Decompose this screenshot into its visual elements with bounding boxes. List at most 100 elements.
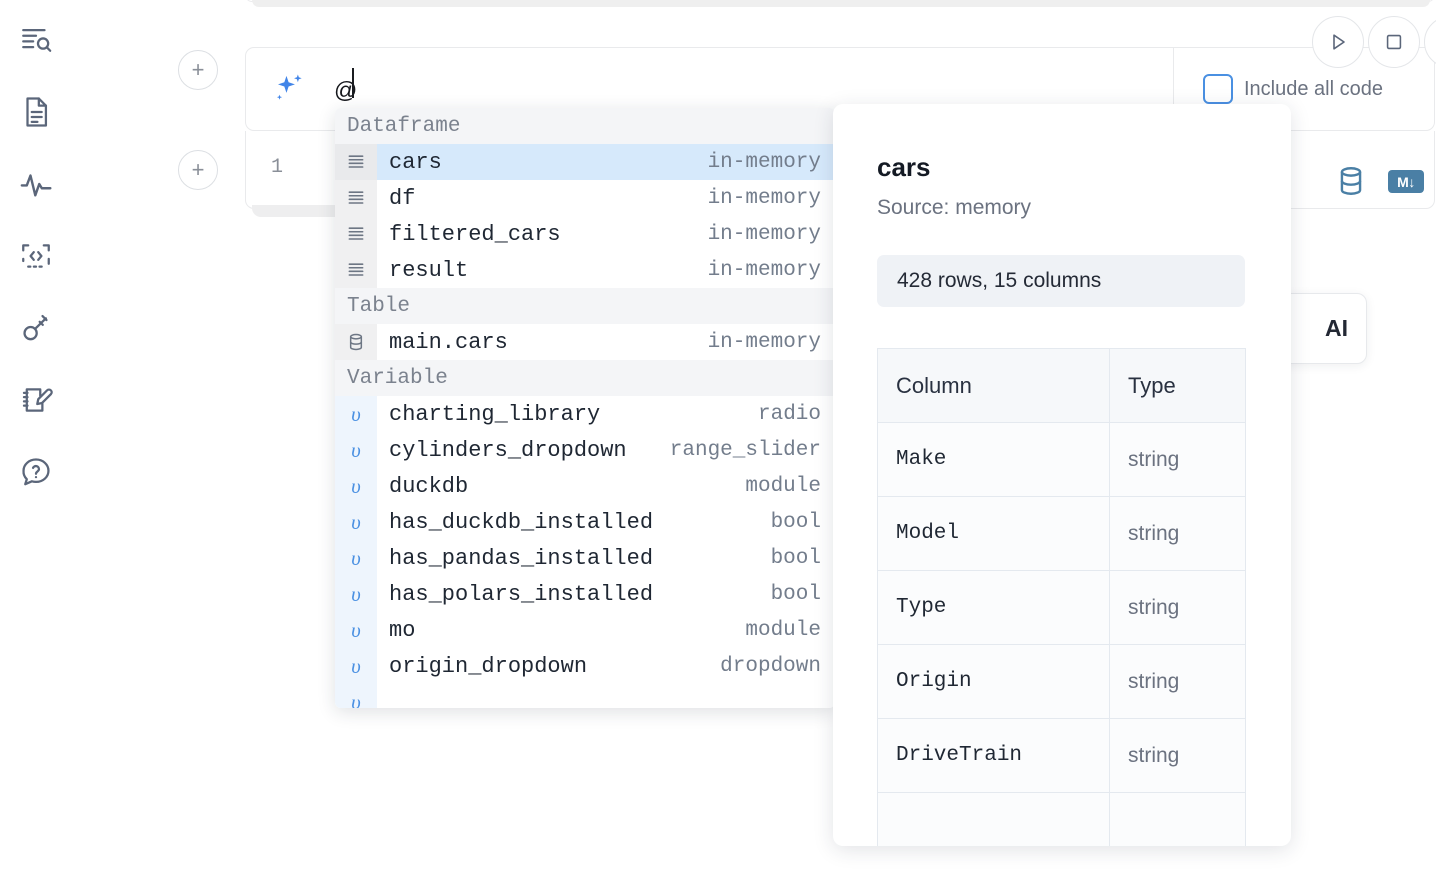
previous-cell-shadow xyxy=(252,0,1430,7)
variable-icon: υ xyxy=(335,504,377,540)
database-icon xyxy=(335,324,377,360)
line-number: 1 xyxy=(271,156,284,179)
preview-column-name: Model xyxy=(877,496,1110,571)
autocomplete-item[interactable]: cars in-memory xyxy=(335,144,835,180)
autocomplete-item-meta: dropdown xyxy=(720,654,821,678)
preview-column-type: string xyxy=(1109,496,1246,571)
autocomplete-item-meta: in-memory xyxy=(707,330,821,354)
sparkles-icon[interactable] xyxy=(269,70,309,110)
autocomplete-item[interactable]: υ has_duckdb_installed bool xyxy=(335,504,835,540)
file-document-icon[interactable] xyxy=(14,90,58,134)
run-cell-button[interactable] xyxy=(1312,16,1364,68)
include-all-code-row[interactable]: Include all code xyxy=(1203,74,1383,104)
autocomplete-item[interactable]: υ xyxy=(335,684,835,708)
autocomplete-item-label: origin_dropdown xyxy=(389,653,588,679)
code-cell-shadow xyxy=(252,205,362,217)
autocomplete-item-label: result xyxy=(389,257,469,283)
autocomplete-item[interactable]: υ cylinders_dropdown range_slider xyxy=(335,432,835,468)
preview-table-header-cell: Type xyxy=(1109,348,1246,423)
autocomplete-item[interactable]: result in-memory xyxy=(335,252,835,288)
include-all-code-checkbox[interactable] xyxy=(1203,74,1233,104)
autocomplete-item-label: has_pandas_installed xyxy=(389,545,654,571)
stop-cell-button[interactable] xyxy=(1368,16,1420,68)
variable-icon: υ xyxy=(335,576,377,612)
autocomplete-item-meta: in-memory xyxy=(707,258,821,282)
autocomplete-item-meta: module xyxy=(745,474,821,498)
autocomplete-item-meta: in-memory xyxy=(707,186,821,210)
markdown-badge[interactable]: M↓ xyxy=(1388,170,1424,193)
autocomplete-item-label: df xyxy=(389,185,416,211)
preview-column-type: string xyxy=(1109,644,1246,719)
autocomplete-item-label: duckdb xyxy=(389,473,469,499)
autocomplete-item[interactable]: filtered_cars in-memory xyxy=(335,216,835,252)
autocomplete-item-meta: module xyxy=(745,618,821,642)
autocomplete-item-label: has_duckdb_installed xyxy=(389,509,654,535)
autocomplete-item-meta: range_slider xyxy=(669,438,821,462)
autocomplete-item-label: cars xyxy=(389,149,442,175)
dataframe-icon xyxy=(335,216,377,252)
autocomplete-item-meta: in-memory xyxy=(707,150,821,174)
variable-icon: υ xyxy=(335,432,377,468)
preview-column-name: Origin xyxy=(877,644,1110,719)
key-icon[interactable] xyxy=(14,306,58,350)
help-chat-icon[interactable] xyxy=(14,450,58,494)
autocomplete-item-label: cylinders_dropdown xyxy=(389,437,627,463)
autocomplete-item-meta: bool xyxy=(770,510,821,534)
autocomplete-group-header: Dataframe xyxy=(335,108,835,144)
database-icon[interactable] xyxy=(1334,164,1368,203)
table-row xyxy=(877,792,1246,846)
autocomplete-item[interactable]: υ charting_library radio xyxy=(335,396,835,432)
autocomplete-item-label: charting_library xyxy=(389,401,601,427)
variable-icon: υ xyxy=(335,612,377,648)
autocomplete-item[interactable]: υ origin_dropdown dropdown xyxy=(335,648,835,684)
preview-column-type xyxy=(1109,792,1246,846)
autocomplete-group-header: Table xyxy=(335,288,835,324)
autocomplete-item-meta: in-memory xyxy=(707,222,821,246)
activity-pulse-icon[interactable] xyxy=(14,162,58,206)
preview-column-name: DriveTrain xyxy=(877,718,1110,793)
notepad-edit-icon[interactable] xyxy=(14,378,58,422)
autocomplete-item-label: filtered_cars xyxy=(389,221,561,247)
dataframe-preview-panel: cars Source: memory 428 rows, 15 columns… xyxy=(833,104,1291,846)
variable-icon: υ xyxy=(335,396,377,432)
variable-icon: υ xyxy=(335,684,377,708)
text-cursor xyxy=(352,68,354,98)
preview-shape-badge: 428 rows, 15 columns xyxy=(877,255,1245,307)
add-cell-below-button[interactable]: + xyxy=(178,150,218,190)
autocomplete-item-meta: bool xyxy=(770,582,821,606)
preview-title: cars xyxy=(877,152,931,182)
autocomplete-group-header: Variable xyxy=(335,360,835,396)
variable-icon: υ xyxy=(335,540,377,576)
dataframe-icon xyxy=(335,252,377,288)
code-brackets-icon[interactable] xyxy=(14,234,58,278)
dataframe-icon xyxy=(335,180,377,216)
autocomplete-item-label: has_polars_installed xyxy=(389,581,654,607)
preview-column-type: string xyxy=(1109,422,1246,497)
outline-search-icon[interactable] xyxy=(14,18,58,62)
variable-icon: υ xyxy=(335,468,377,504)
autocomplete-item[interactable]: υ has_polars_installed bool xyxy=(335,576,835,612)
ai-cell-right-separator xyxy=(1173,48,1174,132)
add-cell-above-button[interactable]: + xyxy=(178,50,218,90)
autocomplete-item[interactable]: df in-memory xyxy=(335,180,835,216)
left-icon-rail xyxy=(0,0,72,874)
variable-icon: υ xyxy=(335,648,377,684)
include-all-code-label: Include all code xyxy=(1244,77,1383,100)
preview-column-name xyxy=(877,792,1110,846)
autocomplete-item-meta: radio xyxy=(757,402,821,426)
preview-column-type: string xyxy=(1109,570,1246,645)
